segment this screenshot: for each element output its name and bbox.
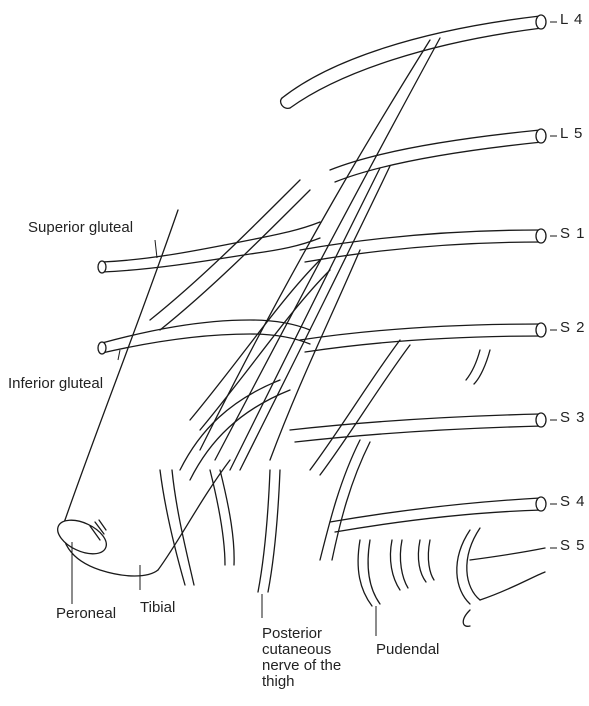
inferior-gluteal-nerve (98, 320, 310, 354)
tibial-label: Tibial (140, 600, 175, 616)
peroneal-label: Peroneal (56, 606, 116, 622)
root-label-s3: S 3 (560, 410, 586, 426)
root-label-s5: S 5 (560, 538, 586, 554)
root-trunks (281, 15, 546, 532)
plexus-network (150, 38, 440, 560)
sciatic-trunk (53, 210, 230, 576)
posterior-cutaneous-label: Posterior cutaneous nerve of the thigh (262, 626, 352, 690)
root-label-l5: L 5 (560, 126, 583, 142)
pudendal-label: Pudendal (376, 642, 439, 658)
distal-branches (160, 350, 545, 626)
superior-gluteal-label: Superior gluteal (28, 220, 133, 236)
inferior-gluteal-label: Inferior gluteal (8, 376, 103, 392)
root-label-s2: S 2 (560, 320, 586, 336)
root-label-s1: S 1 (560, 226, 586, 242)
root-label-l4: L 4 (560, 12, 583, 28)
root-label-s4: S 4 (560, 494, 586, 510)
label-leaders (72, 22, 557, 636)
